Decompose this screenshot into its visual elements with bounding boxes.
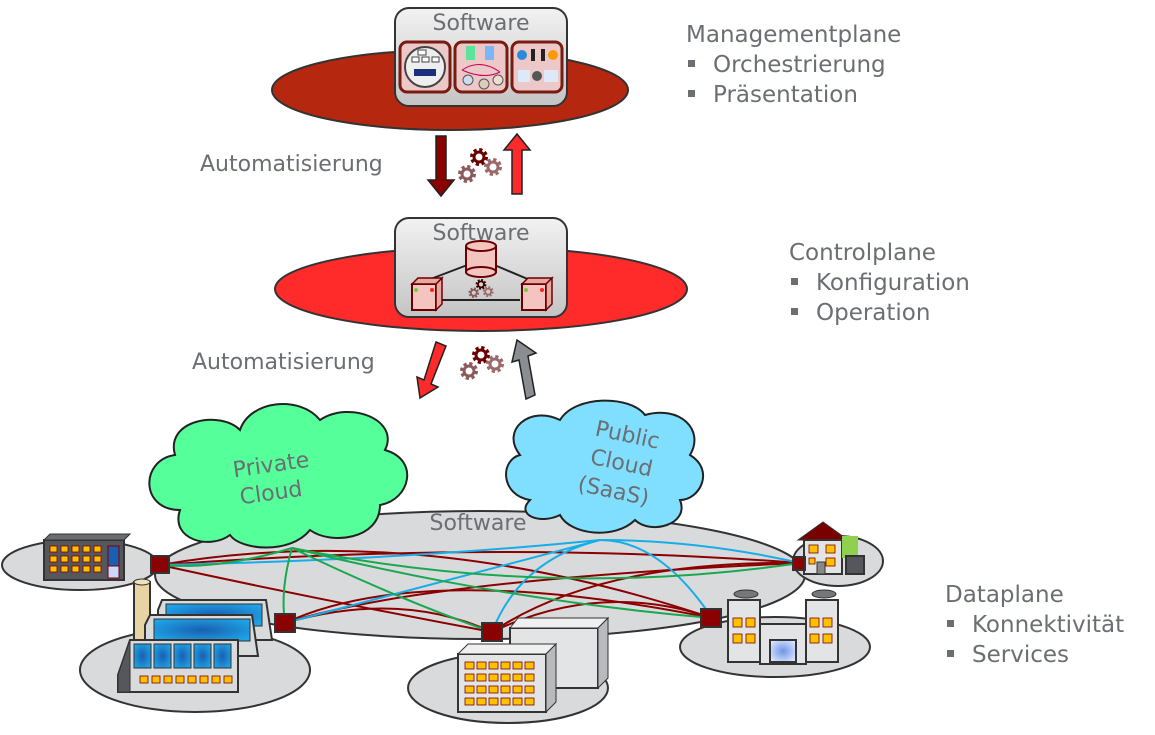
management-software-label: Software <box>433 11 530 36</box>
link <box>291 547 801 580</box>
automation-bottom <box>416 338 538 401</box>
database-icon <box>465 240 497 278</box>
gears-icon <box>460 346 504 380</box>
control-plane-item: Operation <box>789 298 930 328</box>
network-map-icon <box>453 40 509 94</box>
control-plane-item: Konfiguration <box>789 268 970 298</box>
link <box>159 549 713 619</box>
link <box>159 547 293 567</box>
management-plane-title: Managementplane <box>686 22 902 48</box>
link <box>284 589 713 624</box>
management-plane-item: Orchestrierung <box>686 50 886 80</box>
link <box>291 547 493 633</box>
item-label: Orchestrierung <box>713 52 886 78</box>
link <box>599 539 713 619</box>
site-residential-house <box>792 521 884 587</box>
server-icon <box>410 276 444 312</box>
control-plane: Software <box>274 217 688 332</box>
item-label: Konnektivität <box>972 612 1125 638</box>
arrow-up-icon <box>502 132 532 195</box>
site-hospital-campus <box>679 589 871 678</box>
data-plane-item: Konnektivität <box>945 610 1124 640</box>
public-cloud: Public Cloud (SaaS) <box>505 399 705 534</box>
data-software-label: Software <box>430 511 527 536</box>
data-plane-item: Services <box>945 640 1069 670</box>
network-switch-node <box>792 556 806 571</box>
link <box>291 547 713 619</box>
data-plane-title: Dataplane <box>945 582 1064 608</box>
automation-top <box>426 132 532 198</box>
network-switch-node <box>150 555 170 574</box>
network-switch-node <box>481 622 503 642</box>
item-label: Konfiguration <box>816 270 970 296</box>
data-plane: Software Private Cloud <box>1 399 884 724</box>
bullet-icon <box>688 59 695 67</box>
automation-top-label: Automatisierung <box>200 152 383 177</box>
item-label: Operation <box>816 300 931 326</box>
link <box>491 539 601 633</box>
network-switch-node <box>274 613 296 633</box>
network-switch-node <box>700 608 722 628</box>
arrow-up-icon <box>510 338 538 401</box>
topology-icon <box>398 40 452 94</box>
bullet-icon <box>791 277 798 285</box>
management-plane: Software <box>271 7 629 131</box>
link <box>159 564 493 633</box>
private-cloud: Private Cloud <box>148 403 409 549</box>
bullet-icon <box>947 619 954 627</box>
network-links <box>159 539 801 633</box>
management-plane-item: Präsentation <box>686 80 858 110</box>
bullet-icon <box>688 89 695 97</box>
site-datacenter-campus <box>407 616 610 724</box>
link <box>599 539 801 564</box>
bullet-icon <box>947 649 954 657</box>
item-label: Services <box>972 642 1069 668</box>
control-plane-title: Controlplane <box>789 240 936 266</box>
link <box>284 539 601 624</box>
gears-icon <box>458 148 502 183</box>
arrow-down-icon <box>426 135 456 198</box>
arrow-down-icon <box>416 341 447 400</box>
bullet-icon <box>791 307 798 315</box>
automation-bottom-label: Automatisierung <box>192 350 375 375</box>
dashboard-icon <box>510 40 564 94</box>
item-label: Präsentation <box>713 82 858 108</box>
server-icon <box>520 276 554 312</box>
link <box>159 550 801 566</box>
site-solar-factory <box>79 578 311 713</box>
